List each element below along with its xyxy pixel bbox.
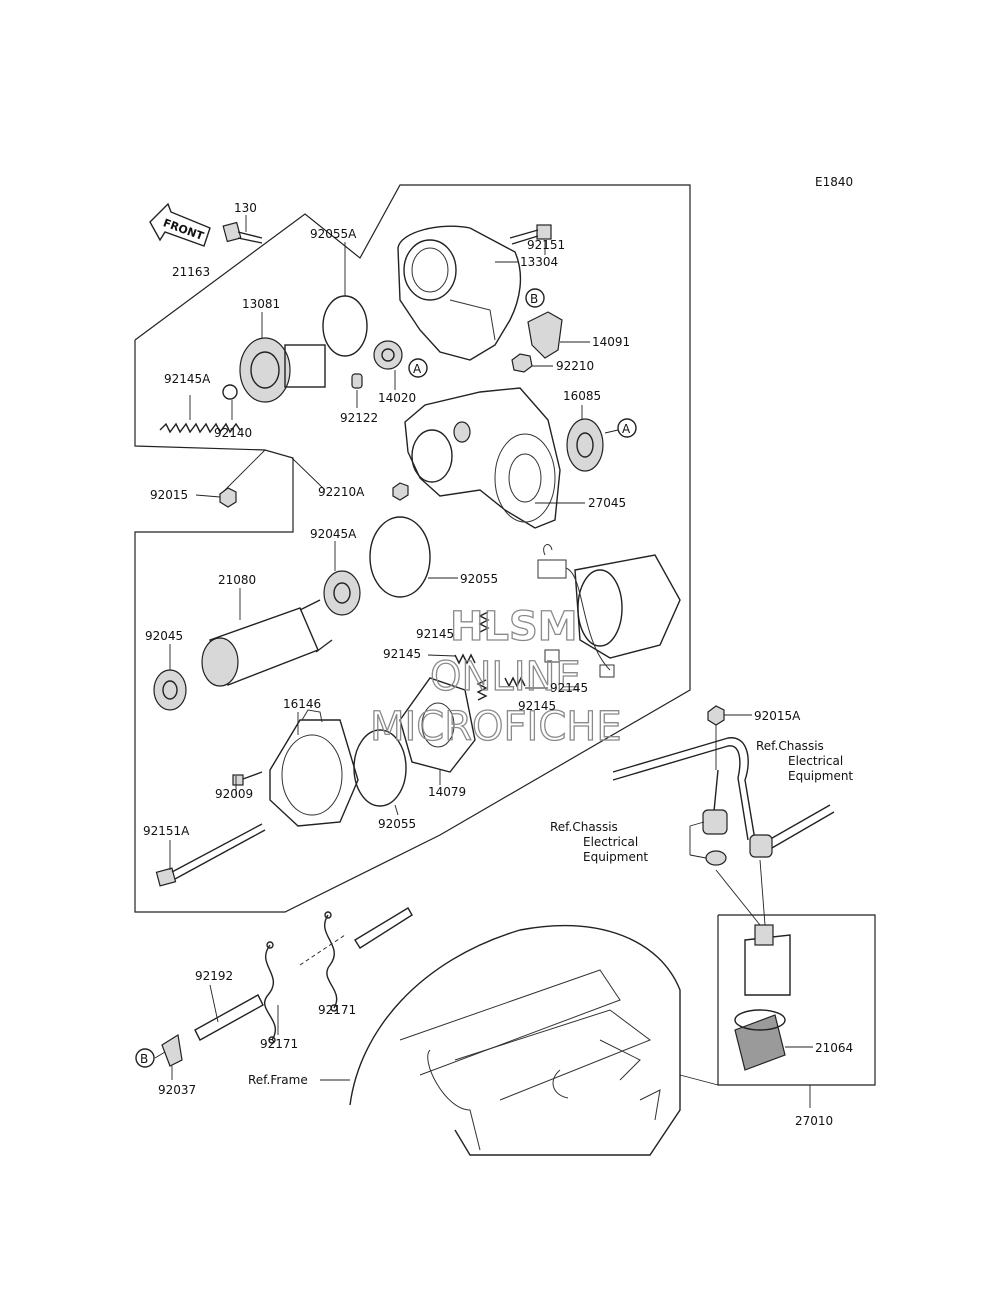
- pipe-icon: [354, 907, 413, 949]
- assembly-outline-21163: [134, 184, 691, 913]
- label-92192: 92192: [195, 969, 233, 983]
- cap-14091-icon: [527, 311, 590, 359]
- bolt-92151A-icon: [155, 823, 266, 887]
- ball-92140-icon: [222, 384, 238, 400]
- wire-clip-92171-a-icon: [264, 941, 279, 1044]
- callout-b-clamp: B: [135, 1048, 166, 1068]
- cable-assembly-icon: [612, 725, 835, 866]
- ref-chassis-1-line3: Equipment: [788, 769, 853, 783]
- solenoid-21064-icon: [715, 859, 813, 1071]
- watermark-line2: ONLINE: [430, 654, 581, 700]
- gear-16085-icon: [566, 405, 604, 472]
- o-ring-92055-upper-icon: [369, 516, 431, 598]
- o-ring-92055A-icon: [322, 295, 368, 357]
- o-ring-92055-lower-icon: [353, 729, 407, 807]
- pin-92122-icon: [351, 373, 363, 389]
- wire-clip-92171-b-icon: [324, 911, 338, 1012]
- label-92145-c: 92145: [550, 681, 588, 695]
- assembly-outline-27010: [717, 914, 876, 1086]
- label-27045: 27045: [588, 496, 626, 510]
- label-92210: 92210: [556, 359, 594, 373]
- ref-chassis-1-line1: Ref.Chassis: [756, 739, 824, 753]
- label-130: 130: [234, 201, 257, 215]
- nut-92015-icon: [219, 487, 237, 508]
- brush-holder-icon: [537, 544, 681, 678]
- watermark-line3: MICROFICHE: [370, 704, 622, 750]
- watermark-line1: HLSM: [450, 604, 578, 650]
- label-92145A: 92145A: [164, 372, 211, 386]
- callout-b-cap-label: B: [530, 292, 538, 306]
- label-13081: 13081: [242, 297, 280, 311]
- label-21080: 21080: [218, 573, 256, 587]
- screw-92009-icon: [232, 771, 263, 795]
- yoke-housing-27045-icon: [404, 387, 585, 529]
- label-16085: 16085: [563, 389, 601, 403]
- label-92151A: 92151A: [143, 824, 190, 838]
- label-92140: 92140: [214, 426, 252, 440]
- nut-92015A-icon: [707, 705, 725, 726]
- gear-13081-icon: [239, 312, 326, 403]
- nut-92210-icon: [511, 353, 553, 373]
- spring-92145-a-icon: [478, 611, 490, 633]
- spring-92145-b-icon: [454, 653, 476, 665]
- nut-92210A-icon: [392, 482, 409, 501]
- ref-chassis-1-line2: Electrical: [788, 754, 843, 768]
- spring-92145-c-icon: [504, 676, 526, 688]
- label-16146: 16146: [283, 697, 321, 711]
- label-92055A: 92055A: [310, 227, 357, 241]
- bolt-130-icon: [222, 215, 263, 244]
- bearing-92045A-icon: [323, 541, 361, 616]
- armature-21080-icon: [201, 588, 333, 687]
- label-21163: 21163: [172, 265, 210, 279]
- label-21064: 21064: [815, 1041, 853, 1055]
- end-cover-16146-icon: [269, 709, 359, 827]
- label-92210A: 92210A: [318, 485, 365, 499]
- label-92055-upper: 92055: [460, 572, 498, 586]
- label-92037: 92037: [158, 1083, 196, 1097]
- label-92145-b: 92145: [383, 647, 421, 661]
- label-14020: 14020: [378, 391, 416, 405]
- label-92015: 92015: [150, 488, 188, 502]
- coupling-14020-icon: [373, 340, 403, 390]
- spring-92145A-icon: [159, 422, 241, 434]
- label-92145-d: 92145: [518, 699, 556, 713]
- label-92045A: 92045A: [310, 527, 357, 541]
- callout-b-cap: B: [525, 288, 545, 308]
- label-14091: 14091: [592, 335, 630, 349]
- callout-a-housing: A: [408, 358, 428, 378]
- label-14079: 14079: [428, 785, 466, 799]
- diagram-code: E1840: [815, 175, 853, 189]
- spring-92145-d-icon: [476, 679, 488, 701]
- housing-13304-icon: [397, 225, 522, 361]
- bolt-92151-icon: [509, 224, 552, 255]
- brush-plate-14079-icon: [399, 677, 476, 785]
- label-92009: 92009: [215, 787, 253, 801]
- clamp-92037-icon: [161, 1034, 183, 1080]
- ref-chassis-2-line1: Ref.Chassis: [550, 820, 618, 834]
- callout-b-clamp-label: B: [140, 1052, 148, 1066]
- label-92171-b: 92171: [318, 1003, 356, 1017]
- label-92055-lower: 92055: [378, 817, 416, 831]
- callout-a-gear-label: A: [622, 422, 631, 436]
- ref-chassis-2-line3: Equipment: [583, 850, 648, 864]
- bearing-92045-icon: [153, 644, 187, 711]
- label-92015A: 92015A: [754, 709, 801, 723]
- callout-a-gear: A: [604, 418, 637, 438]
- callout-a-housing-label: A: [413, 362, 422, 376]
- label-92045: 92045: [145, 629, 183, 643]
- label-92151: 92151: [527, 238, 565, 252]
- frame-icon: [320, 924, 681, 1156]
- label-92122: 92122: [340, 411, 378, 425]
- label-27010: 27010: [795, 1114, 833, 1128]
- label-92171-a: 92171: [260, 1037, 298, 1051]
- label-92145-a: 92145: [416, 627, 454, 641]
- ref-chassis-2-line2: Electrical: [583, 835, 638, 849]
- sleeve-92192-icon: [194, 994, 264, 1041]
- label-13304: 13304: [520, 255, 558, 269]
- ref-frame: Ref.Frame: [248, 1073, 308, 1087]
- front-arrow-icon: FRONT: [149, 202, 211, 247]
